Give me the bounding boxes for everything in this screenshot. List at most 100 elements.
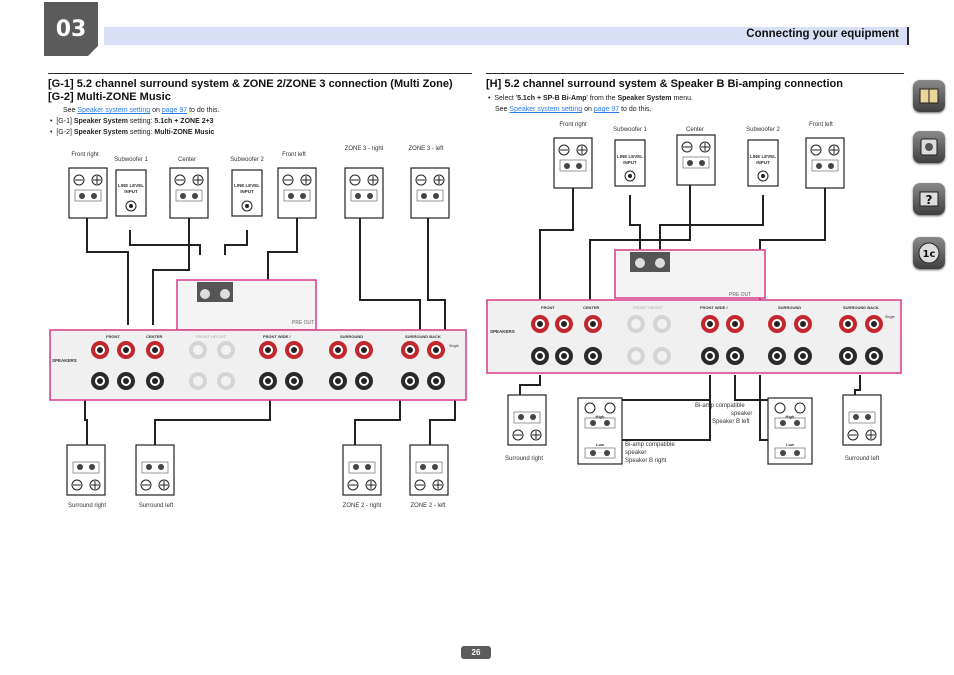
left-zone2-left-speaker <box>409 444 449 496</box>
section-header-bar: Connecting your equipment <box>104 27 909 45</box>
left-zone3-right-speaker <box>344 167 384 219</box>
label-left-zone2-left: ZONE 2 - left <box>410 503 446 509</box>
label-right-center: Center <box>685 127 705 133</box>
right-center-terminal-label: CENTER <box>583 305 600 310</box>
right-column-rule <box>486 73 904 74</box>
label-left-zone2-right: ZONE 2 - right <box>342 503 382 509</box>
left-surround-terminal-label: SURROUND <box>340 334 364 339</box>
right-front-height-label: FRONT HEIGHT <box>633 305 663 310</box>
right-surround-back-label: SURROUND BACK <box>843 305 879 310</box>
right-biamp-r-low: Low <box>596 442 604 447</box>
label-right-sub2: Subwoofer 2 <box>746 127 780 133</box>
left-speaker-setting-link[interactable]: Speaker system setting <box>77 107 151 114</box>
right-speaker-setting-link[interactable]: Speaker system setting <box>509 106 583 113</box>
faq-icon[interactable]: ? <box>913 183 945 215</box>
label-biamp-right-1: Bi-amp compatible <box>625 442 675 448</box>
right-biamp-l-high: High <box>785 414 795 419</box>
left-front-right-speaker <box>68 167 108 219</box>
abc-glyph-icon: 1c <box>918 242 940 264</box>
chapter-label: 03 <box>55 16 87 42</box>
left-sub1-input: INPUT <box>124 189 138 194</box>
left-surround-right-speaker <box>66 444 106 496</box>
left-title-1: [G-1] 5.2 channel surround system & ZONE… <box>48 78 453 90</box>
label-left-zone3-left: ZONE 3 - left <box>408 146 444 152</box>
right-title: [H] 5.2 channel surround system & Speake… <box>486 78 843 90</box>
left-surround-back-label: SURROUND BACK <box>405 334 441 339</box>
left-sub2-line-level: LINE LEVEL <box>233 183 261 188</box>
settings-icon[interactable] <box>913 131 945 163</box>
left-column-rule <box>48 73 472 74</box>
left-zone3-left-speaker <box>410 167 450 219</box>
page-number: 26 <box>461 646 491 659</box>
label-right-front-left: Front left <box>809 122 833 128</box>
left-speaker-terminal-panel <box>49 329 467 401</box>
right-biamp-r-high: High <box>595 414 605 419</box>
chapter-number: 03 <box>44 2 98 56</box>
right-surround-terminal-label: SURROUND <box>778 305 802 310</box>
question-glyph-icon: ? <box>919 191 939 207</box>
label-left-surround-left: Surround left <box>138 503 174 509</box>
svg-text:?: ? <box>926 193 933 207</box>
right-front-left-speaker <box>805 137 845 189</box>
label-right-sub1: Subwoofer 1 <box>613 127 647 133</box>
left-diagram <box>49 167 467 496</box>
right-sub1-line-level: LINE LEVEL <box>616 154 644 159</box>
right-surround-left-speaker <box>842 394 882 446</box>
right-bullet: • Select '5.1ch + SP-B Bi-Amp' from the … <box>488 95 693 102</box>
right-see-line: See Speaker system setting on page 97 to… <box>495 106 652 113</box>
label-left-sub1: Subwoofer 1 <box>114 157 148 163</box>
label-biamp-left-2: speaker <box>731 411 753 417</box>
label-left-center: Center <box>177 157 197 163</box>
glossary-icon[interactable]: 1c <box>913 237 945 269</box>
left-zone2-right-speaker <box>342 444 382 496</box>
left-bullet-2: • [G-2] Speaker System setting: Multi-ZO… <box>50 129 215 136</box>
label-left-zone3-right: ZONE 3 - right <box>344 146 384 152</box>
label-right-front-right: Front right <box>559 122 587 128</box>
right-sub2-line-level: LINE LEVEL <box>749 154 777 159</box>
left-bullet-1: • [G-1] Speaker System setting: 5.1ch + … <box>50 118 214 125</box>
left-surround-left-speaker <box>135 444 175 496</box>
right-sub2-input: INPUT <box>756 160 770 165</box>
left-front-height-label: FRONT HEIGHT <box>196 334 226 339</box>
left-preout-label: PRE OUT <box>292 320 315 326</box>
left-front-terminal-label: FRONT <box>106 334 120 339</box>
right-front-wide-label: FRONT WIDE / <box>700 305 728 310</box>
section-title: Connecting your equipment <box>746 28 899 40</box>
label-biamp-left-3: Speaker B left <box>712 419 750 425</box>
label-biamp-right-3: Speaker B right <box>625 458 667 464</box>
right-single-label: Single <box>885 315 895 319</box>
left-speakers-label: SPEAKERS <box>52 358 77 363</box>
left-front-left-speaker <box>277 167 317 219</box>
right-surround-right-speaker <box>507 394 547 446</box>
right-center-speaker <box>676 134 716 186</box>
right-front-terminal-label: FRONT <box>541 305 555 310</box>
manual-book-icon[interactable] <box>913 80 945 112</box>
left-page-link[interactable]: page 97 <box>161 107 188 114</box>
right-biamp-speaker-b-left <box>767 397 813 465</box>
right-speaker-terminal-panel <box>486 299 902 374</box>
left-see-line: See Speaker system setting on page 97 to… <box>63 107 220 114</box>
label-left-surround-right: Surround right <box>67 503 107 509</box>
label-right-surround-right: Surround right <box>504 456 544 462</box>
right-preout-label: PRE OUT <box>729 292 752 298</box>
left-single-label: Single <box>449 344 459 348</box>
right-biamp-speaker-b-right <box>577 397 623 465</box>
right-page-link[interactable]: page 97 <box>593 106 620 113</box>
right-front-right-speaker <box>553 137 593 189</box>
label-biamp-right-2: speaker <box>625 450 647 456</box>
left-center-terminal-label: CENTER <box>146 334 163 339</box>
label-biamp-left-1: Bi-amp compatible <box>695 403 745 409</box>
left-sub1-line-level: LINE LEVEL <box>117 183 145 188</box>
sliders-glyph-icon <box>920 138 938 156</box>
right-sub1-input: INPUT <box>623 160 637 165</box>
left-center-speaker <box>169 167 209 219</box>
left-front-wide-label: FRONT WIDE / <box>263 334 291 339</box>
left-title-2: [G-2] Multi-ZONE Music <box>48 91 171 103</box>
label-right-surround-left: Surround left <box>844 456 880 462</box>
label-left-front-left: Front left <box>282 152 306 158</box>
right-diagram <box>486 134 902 465</box>
label-left-front-right: Front right <box>71 152 99 158</box>
right-speakers-label: SPEAKERS <box>490 329 515 334</box>
book-glyph-icon <box>919 88 939 104</box>
